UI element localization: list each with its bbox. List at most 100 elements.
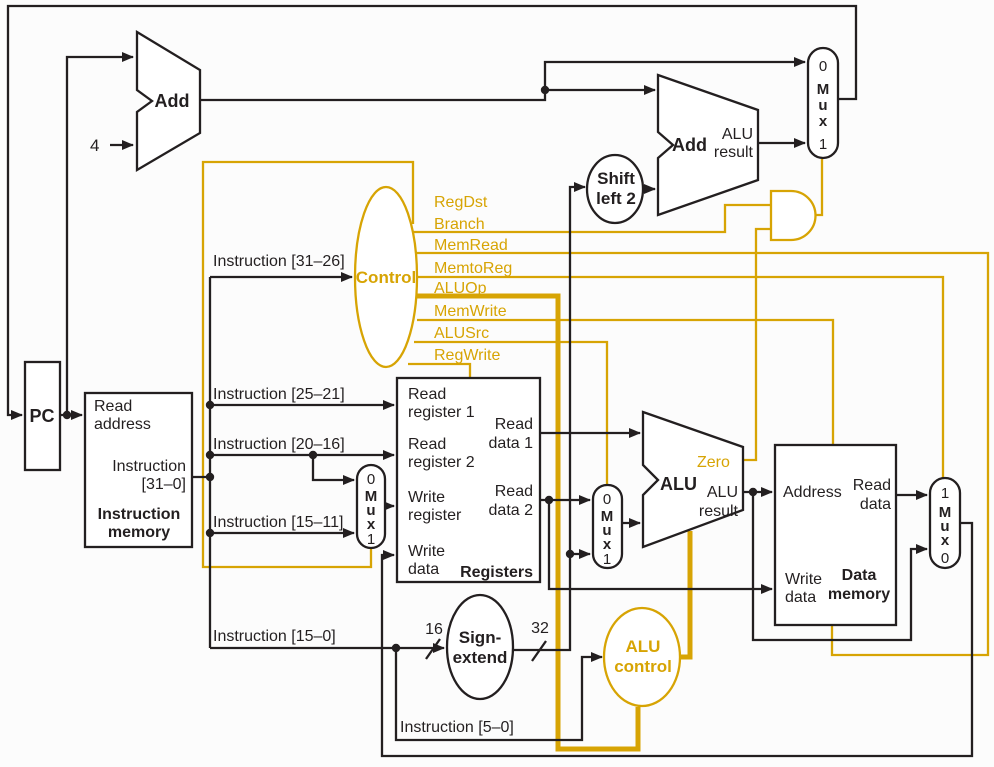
pcsrc-mux xyxy=(806,46,840,160)
junction-rt xyxy=(308,450,318,460)
pcsrc-mux-labels: 0 M u x 1 xyxy=(817,58,830,153)
junction-pc-out xyxy=(62,410,72,420)
junction-imm32 xyxy=(565,549,575,559)
mux-label: u xyxy=(366,502,375,519)
control-oval xyxy=(353,185,419,369)
memtoreg-mux-labels: 1 M u x 0 xyxy=(939,485,952,567)
pc-label: PC xyxy=(29,406,54,426)
dmem-title-1: Data xyxy=(842,567,877,584)
wire-write-back xyxy=(380,521,974,758)
mux-label: x xyxy=(819,113,828,130)
wire-pc-to-add xyxy=(65,52,134,415)
junction-dots xyxy=(62,85,758,653)
reg-read-register-1b: register 1 xyxy=(408,404,475,421)
registers-title: Registers xyxy=(460,564,533,581)
sign-extend-label-2: extend xyxy=(453,648,508,667)
wire-sign-extended xyxy=(513,182,586,652)
branch-add-label: Add xyxy=(672,135,707,155)
dmem-write-data-1: Write xyxy=(785,571,822,588)
junction-bus-2 xyxy=(205,450,215,460)
mux-label: x xyxy=(367,516,376,533)
pc-adder-shape xyxy=(135,29,202,173)
wire-regdst xyxy=(201,160,415,569)
regdst-mux xyxy=(355,463,387,550)
regdst-mux-labels: 0 M u x 1 xyxy=(365,471,378,548)
wire-pc4 xyxy=(200,57,806,102)
wire-memtoreg xyxy=(417,275,945,479)
junction-imm16 xyxy=(391,643,401,653)
dmem-read-data-2: data xyxy=(860,496,891,513)
imem-instruction-out-2: [31–0] xyxy=(142,476,186,493)
signal-memread: MemRead xyxy=(434,237,508,254)
mux-label: 1 xyxy=(941,485,949,502)
mux-label: x xyxy=(603,536,612,553)
imem-instruction-out-1: Instruction xyxy=(112,458,186,475)
junction-bus-1 xyxy=(205,400,215,410)
shift-left-2-label-2: left 2 xyxy=(596,189,636,208)
mux-label: u xyxy=(818,97,827,114)
signal-memwrite: MemWrite xyxy=(434,303,507,320)
data-wires xyxy=(6,4,974,758)
branch-adder-shape xyxy=(656,73,760,217)
imem-read-address-2: address xyxy=(94,416,151,433)
wire-aluop xyxy=(400,293,641,752)
mux-label: 0 xyxy=(603,491,611,508)
dmem-title-2: memory xyxy=(828,586,890,603)
and-gate xyxy=(769,189,817,242)
slash-16 xyxy=(425,638,441,660)
memtoreg-mux xyxy=(928,476,962,570)
data-memory-box xyxy=(773,443,898,627)
wire-alusrc xyxy=(414,340,609,486)
alu-control-oval xyxy=(602,606,682,708)
components xyxy=(23,29,962,708)
label-instr-20-16: Instruction [20–16] xyxy=(213,436,345,453)
imem-title-2: memory xyxy=(108,524,170,541)
junction-bus-4 xyxy=(205,528,215,538)
reg-read-data-2b: data 2 xyxy=(489,502,534,519)
alu-control-label-2: control xyxy=(614,657,672,676)
shift-left-2-label-1: Shift xyxy=(597,169,635,188)
dmem-address-label: Address xyxy=(783,484,842,501)
mux-label: x xyxy=(941,532,950,549)
mux-label: 0 xyxy=(819,58,827,75)
mux-label: M xyxy=(817,81,830,98)
wire-instruction-bus xyxy=(192,277,212,648)
imem-read-address-1: Read xyxy=(94,398,132,415)
signal-regdst: RegDst xyxy=(434,194,488,211)
reg-read-data-2a: Read xyxy=(495,483,533,500)
labels: PC 4 Add Add ALU result Read address Ins… xyxy=(29,58,951,736)
alu-result-label-2: result xyxy=(699,503,739,520)
registers-box xyxy=(395,376,542,584)
dmem-read-data-1: Read xyxy=(853,477,891,494)
reg-write-data-a: Write xyxy=(408,543,445,560)
dmem-write-data-2: data xyxy=(785,589,816,606)
wire-instr-20-16-to-mux xyxy=(311,455,355,485)
wire-instr-5-0 xyxy=(394,648,603,742)
control-label: Control xyxy=(356,268,416,287)
wire-zero xyxy=(743,227,770,462)
alu-shape xyxy=(641,410,745,549)
signal-branch: Branch xyxy=(434,216,485,233)
bus-width-slashes xyxy=(425,638,547,662)
imem-title-1: Instruction xyxy=(98,506,181,523)
pc-add-label: Add xyxy=(155,91,190,111)
alu-label: ALU xyxy=(660,474,697,494)
mux-label: 1 xyxy=(819,136,827,153)
junction-pc4 xyxy=(540,85,550,95)
mux-label: M xyxy=(365,488,378,505)
label-instr-15-0: Instruction [15–0] xyxy=(213,628,336,645)
mux-label: M xyxy=(601,508,614,525)
wire-regwrite xyxy=(408,362,472,379)
junction-alu-result xyxy=(748,487,758,497)
four-label: 4 xyxy=(90,136,99,155)
alu-zero-label: Zero xyxy=(697,454,730,471)
wire-pcsrc-select xyxy=(814,159,824,217)
wire-pc-feedback xyxy=(6,4,858,420)
mux-label: M xyxy=(939,504,952,521)
reg-read-data-1a: Read xyxy=(495,416,533,433)
label-instr-31-26: Instruction [31–26] xyxy=(213,253,345,270)
label-instr-15-11: Instruction [15–11] xyxy=(213,514,343,531)
shift-left-2-oval xyxy=(585,153,645,225)
reg-read-register-2b: register 2 xyxy=(408,454,475,471)
